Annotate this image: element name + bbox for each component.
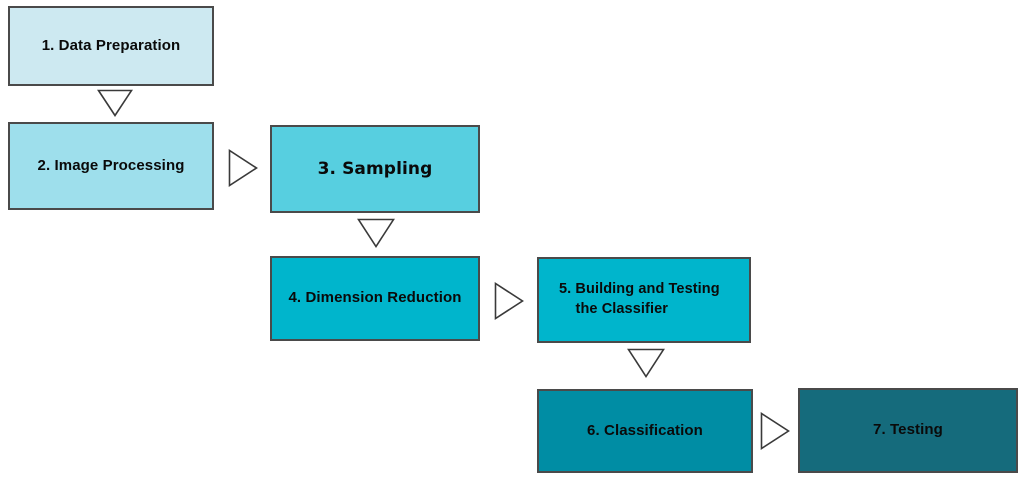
step-box-testing: 7. Testing	[798, 388, 1018, 473]
step-box-classification: 6. Classification	[537, 389, 753, 473]
step-box-data-preparation: 1. Data Preparation	[8, 6, 214, 86]
right-arrow-4-to-5-icon	[494, 282, 524, 320]
right-arrow-6-to-7-icon	[760, 412, 790, 450]
step-label-building-testing-classifier: 5. Building and Testing the Classifier	[559, 281, 720, 317]
step-label-classification: 6. Classification	[587, 421, 703, 439]
step-label-data-preparation: 1. Data Preparation	[41, 36, 181, 54]
step-box-dimension-reduction: 4. Dimension Reduction	[270, 256, 480, 341]
step-label-dimension-reduction: 4. Dimension Reduction	[288, 289, 462, 307]
step-box-sampling: 3. Sampling	[270, 125, 480, 213]
down-arrow-1-to-2-icon	[97, 89, 133, 117]
step-label-image-processing: 2. Image Processing	[37, 156, 185, 174]
step-box-image-processing: 2. Image Processing	[8, 122, 214, 210]
step-box-building-testing-classifier: 5. Building and Testing the Classifier	[537, 257, 751, 343]
down-arrow-3-to-4-icon	[357, 218, 395, 248]
step-label-testing: 7. Testing	[873, 421, 943, 439]
right-arrow-2-to-3-icon	[228, 149, 258, 187]
step-label-sampling: 3. Sampling	[317, 158, 433, 179]
down-arrow-5-to-6-icon	[627, 348, 665, 378]
